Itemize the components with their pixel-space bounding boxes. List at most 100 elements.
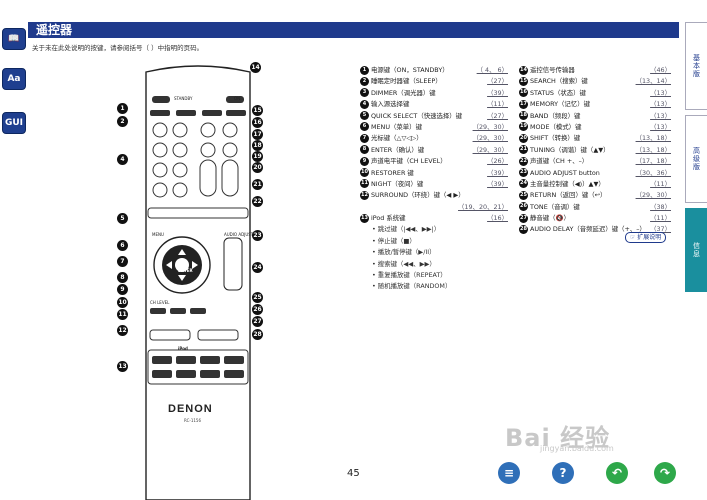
callout-28: 28 [252, 329, 263, 340]
callout-11: 11 [117, 309, 128, 320]
book-icon[interactable]: 📖 [2, 28, 26, 50]
callout-20: 20 [252, 162, 263, 173]
page-ref-link[interactable]: （27） [487, 111, 508, 120]
ipod-subitem: • 跳过键（|◀◀、▶▶|） [372, 225, 441, 234]
page-ref-link[interactable]: （17、18） [635, 157, 671, 166]
subtitle-note: 关于未在此处说明的按键，请参阅括号（ ）中指明的页码。 [32, 44, 204, 52]
ipod-subitem: • 播放/暂停键（▶/II） [372, 248, 436, 257]
section-header: 遥控器 [28, 22, 679, 38]
callout-23: 23 [252, 230, 263, 241]
callout-26: 26 [252, 304, 263, 315]
callout-10: 10 [117, 297, 128, 308]
callout-17: 17 [252, 129, 263, 140]
tab-basic[interactable]: 基本版 [685, 22, 707, 110]
callout-13: 13 [117, 361, 128, 372]
remote-label-on: ON [234, 96, 241, 101]
page-ref-link[interactable]: （13） [650, 122, 671, 131]
page-ref-link[interactable]: （13） [650, 111, 671, 120]
callout-15: 15 [252, 105, 263, 116]
model-label: RC-1156 [184, 418, 201, 423]
callout-1: 1 [117, 103, 128, 114]
page-ref-link[interactable]: （46） [650, 66, 671, 74]
page-ref-link[interactable]: （13、18） [635, 134, 671, 143]
callout-25: 25 [252, 292, 263, 303]
page-ref-link[interactable]: （39） [487, 88, 508, 97]
page-ref-link[interactable]: （30、36） [635, 168, 671, 177]
remote-label-enter: ENTER [178, 268, 193, 273]
page-ref-link[interactable]: （29、30） [472, 134, 508, 143]
callout-6: 6 [117, 240, 128, 251]
page-ref-link[interactable]: （27） [487, 77, 508, 86]
callout-12: 12 [117, 325, 128, 336]
callout-21: 21 [252, 179, 263, 190]
remote-label-ch-level: CH LEVEL [150, 300, 170, 305]
callout-4: 4 [117, 154, 128, 165]
remote-label-menu: MENU [152, 232, 164, 237]
page-ref-link[interactable]: （13） [650, 88, 671, 97]
callout-22: 22 [252, 196, 263, 207]
remote-label-standby: STANDBY [174, 96, 193, 101]
watermark-url: jingyan.baidu.com [540, 444, 614, 453]
see-also-link[interactable]: ☞ 扩展说明 [625, 232, 667, 243]
page-ref-link[interactable]: （ 4、 6） [476, 66, 508, 74]
page-ref-link[interactable]: （13） [650, 100, 671, 109]
page-ref-link[interactable]: （29、30） [635, 191, 671, 200]
watermark-logo: Bai 经验 [505, 424, 611, 452]
page-number: 45 [347, 468, 360, 479]
remote-label-ipod: iPod [178, 346, 188, 351]
callout-14: 14 [250, 62, 261, 73]
remote-control-illustration [145, 65, 251, 500]
callout-19: 19 [252, 151, 263, 162]
page-ref-link[interactable]: （37） [650, 225, 671, 234]
ipod-subitem: • 停止键（■） [372, 236, 416, 245]
page-ref-link[interactable]: （11） [487, 100, 508, 109]
page-ref-link[interactable]: （39） [487, 168, 508, 177]
remote-label-audio-adjust: AUDIO ADJUST [224, 232, 254, 237]
page-ref-link[interactable]: （16） [487, 214, 508, 223]
page-ref-link[interactable]: （29、30） [472, 145, 508, 154]
ipod-subitem: • 随机播放键（RANDOM） [372, 282, 452, 291]
callout-18: 18 [252, 140, 263, 151]
font-icon[interactable]: Aa [2, 68, 26, 90]
page-ref-link[interactable]: （13、18） [635, 145, 671, 154]
tab-info[interactable]: 信息 [685, 208, 707, 292]
page-ref-link[interactable]: （19、20、21） [458, 202, 508, 211]
page-ref-link[interactable]: （13、14） [635, 77, 671, 86]
back-icon[interactable]: ↶ [606, 462, 628, 484]
page-ref-link[interactable]: （29、30） [472, 122, 508, 131]
ipod-subitem: • 重复播放键（REPEAT） [372, 271, 447, 280]
book-icon[interactable]: ≡ [498, 462, 520, 484]
page-ref-link[interactable]: （11） [650, 214, 671, 223]
page-ref-link[interactable]: （26） [487, 157, 508, 166]
page-ref-link[interactable]: （38） [650, 202, 671, 211]
tab-advanced[interactable]: 高级版 [685, 115, 707, 203]
callout-5: 5 [117, 213, 128, 224]
forward-icon[interactable]: ↷ [654, 462, 676, 484]
gui-icon[interactable]: GUI [2, 112, 26, 134]
callout-8: 8 [117, 272, 128, 283]
help-icon[interactable]: ? [552, 462, 574, 484]
page-ref-link[interactable]: （39） [487, 179, 508, 188]
page-ref-link[interactable]: （11） [650, 179, 671, 188]
